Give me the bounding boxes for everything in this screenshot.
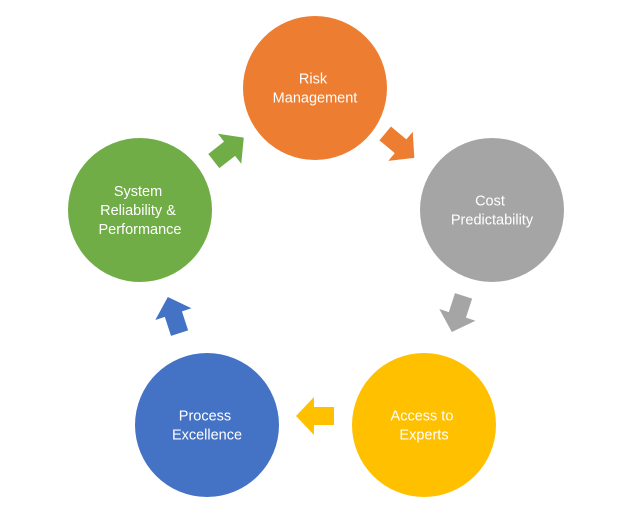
arrows-layer [155, 126, 476, 435]
node-label-line: Process [179, 409, 231, 425]
node-label: Risk Management [273, 72, 358, 107]
node-access-to-experts: Access to Experts [352, 353, 496, 497]
node-label: Cost Predictability [451, 194, 534, 229]
node-circle [243, 16, 387, 160]
arrow-right-icon [439, 293, 476, 333]
node-circle [135, 353, 279, 497]
node-label-line: Excellence [172, 428, 242, 444]
node-process-excellence: Process Excellence [135, 353, 279, 497]
node-label: Access to Experts [391, 409, 458, 444]
node-label-line: Management [273, 91, 358, 107]
node-label-line: Cost [475, 194, 505, 210]
node-circle [352, 353, 496, 497]
node-label-line: Risk [299, 72, 328, 88]
arrow-right-icon [155, 296, 192, 336]
node-label: System Reliability & Performance [98, 184, 181, 238]
arrow-right-icon [379, 126, 415, 161]
node-circle [420, 138, 564, 282]
node-label-line: Access to [391, 409, 454, 425]
node-cost-predictability: Cost Predictability [420, 138, 564, 282]
node-circle [68, 138, 212, 282]
arrow-right-icon [296, 397, 334, 435]
arrow-right-icon [208, 133, 244, 169]
nodes-layer: Risk Management Cost Predictability Acce… [68, 16, 564, 497]
node-label-line: Predictability [451, 213, 534, 229]
node-risk-management: Risk Management [243, 16, 387, 160]
node-label-line: Reliability & [100, 203, 176, 219]
node-label-line: Performance [98, 222, 181, 238]
node-label-line: Experts [399, 428, 448, 444]
node-label: Process Excellence [172, 409, 242, 444]
node-label-line: System [114, 184, 162, 200]
node-system-reliability-performance: System Reliability & Performance [68, 138, 212, 282]
